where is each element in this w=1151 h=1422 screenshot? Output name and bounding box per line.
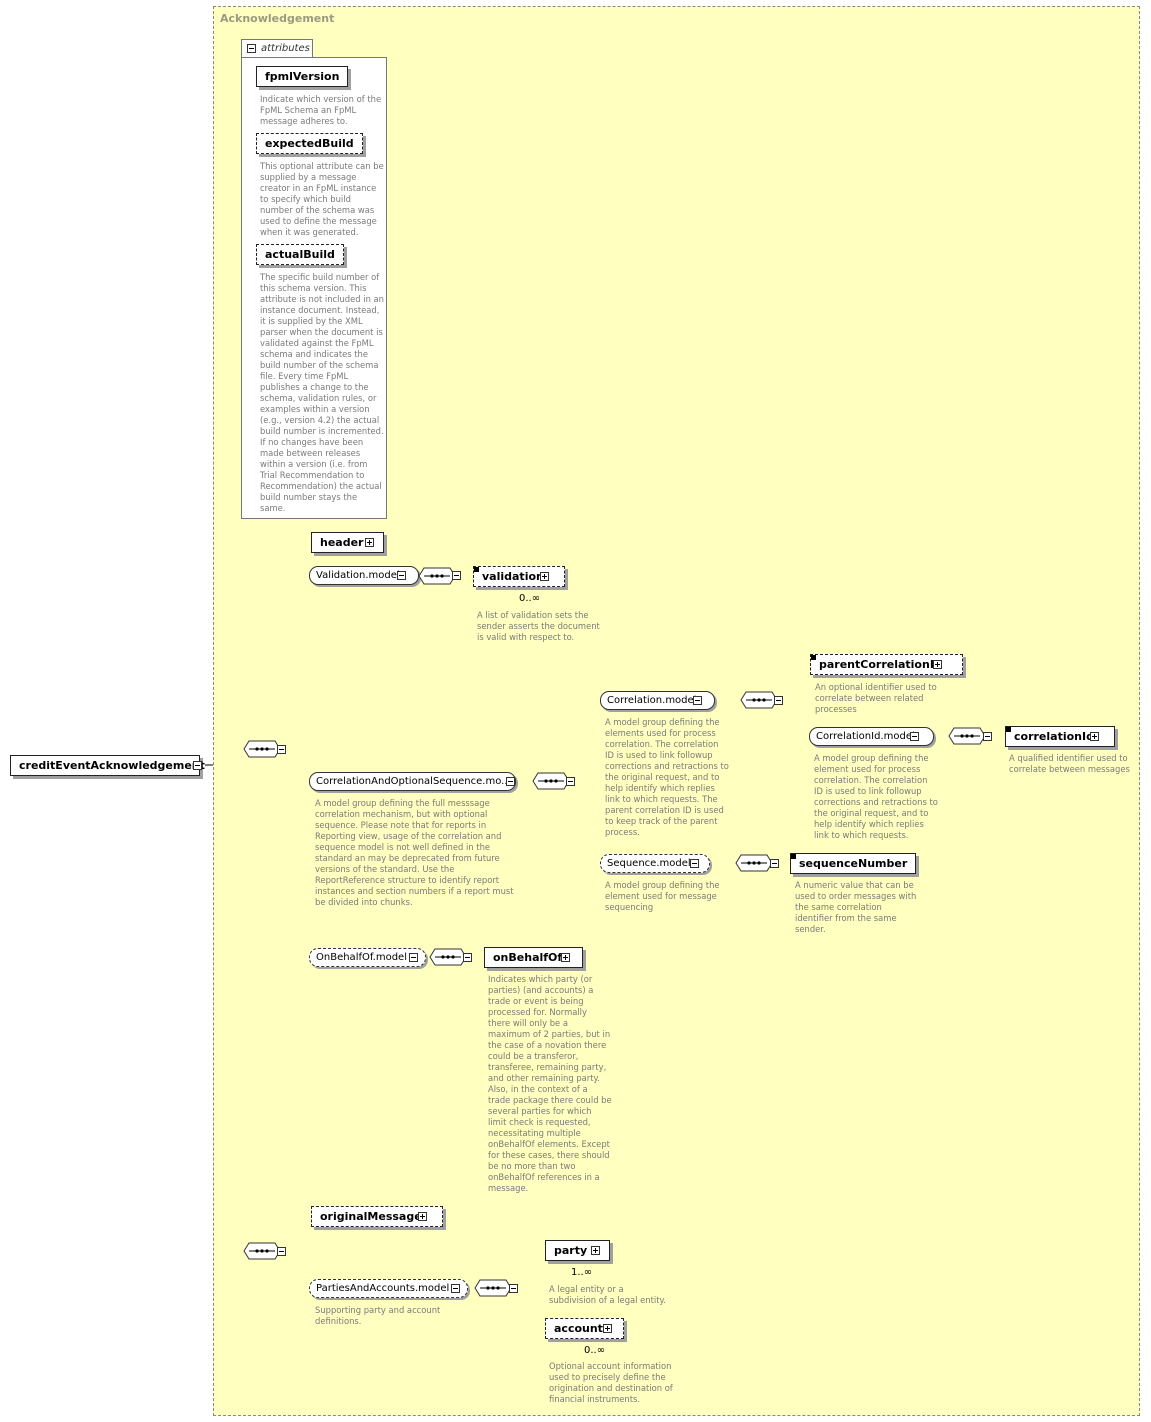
sequence-compositor-icon[interactable] xyxy=(735,854,773,872)
collapse-icon[interactable] xyxy=(506,777,515,786)
element-header[interactable]: header xyxy=(311,532,385,553)
correlation-model-description: A model group defining the elements used… xyxy=(605,717,729,837)
collapse-icon[interactable] xyxy=(774,696,783,705)
collapse-icon[interactable] xyxy=(452,571,461,580)
element-on-behalf-of[interactable]: onBehalfOf xyxy=(484,947,584,968)
collapse-icon[interactable] xyxy=(566,777,575,786)
parent-correlation-id-description: An optional identifier used to correlate… xyxy=(815,682,937,714)
element-header-label: header xyxy=(320,536,364,549)
attributes-tab[interactable]: attributes xyxy=(241,39,313,58)
element-sequence-number[interactable]: sequenceNumber xyxy=(790,853,917,874)
attribute-actualbuild[interactable]: actualBuild xyxy=(256,244,344,265)
collapse-icon[interactable] xyxy=(509,1284,518,1293)
element-parent-correlation-id[interactable]: parentCorrelationId xyxy=(810,654,963,675)
element-validation[interactable]: validation xyxy=(473,566,565,587)
sequence-compositor-icon[interactable] xyxy=(429,948,467,966)
group-on-behalf-of-model[interactable]: OnBehalfOf.model xyxy=(309,948,426,967)
sequence-number-description: A numeric value that can be used to orde… xyxy=(795,880,917,934)
attribute-expectedbuild[interactable]: expectedBuild xyxy=(256,133,363,154)
group-sequence-model-label: Sequence.model xyxy=(607,858,691,869)
collapse-icon[interactable] xyxy=(983,732,992,741)
attributes-tab-label: attributes xyxy=(261,43,310,54)
parties-accounts-model-description: Supporting party and account definitions… xyxy=(315,1305,441,1326)
group-correlation-id-model[interactable]: CorrelationId.model xyxy=(809,727,934,746)
group-sequence-model[interactable]: Sequence.model xyxy=(600,854,710,873)
collapse-icon[interactable] xyxy=(463,953,472,962)
root-element-creditEventAcknowledgement[interactable]: creditEventAcknowledgement xyxy=(10,755,205,776)
sequence-compositor-icon[interactable] xyxy=(243,1242,281,1260)
element-account[interactable]: account xyxy=(545,1318,624,1339)
sequence-compositor-icon[interactable] xyxy=(532,772,570,790)
element-original-message[interactable]: originalMessage xyxy=(311,1206,443,1227)
collapse-icon[interactable] xyxy=(690,859,699,868)
collapse-icon[interactable] xyxy=(193,761,202,770)
correlation-id-model-description: A model group defining the element used … xyxy=(814,753,938,840)
collapse-icon[interactable] xyxy=(277,745,286,754)
expand-icon[interactable] xyxy=(1090,732,1099,741)
group-validation-model-label: Validation.model xyxy=(316,570,400,581)
sequence-model-description: A model group defining the element used … xyxy=(605,880,720,912)
collapse-icon[interactable] xyxy=(451,1284,460,1293)
group-correlation-optional-sequence[interactable]: CorrelationAndOptionalSequence.mo... xyxy=(309,772,516,791)
simple-type-marker-icon xyxy=(811,655,816,660)
group-on-behalf-of-model-label: OnBehalfOf.model xyxy=(316,952,407,963)
attribute-fpmlversion-description: Indicate which version of the FpML Schem… xyxy=(260,94,382,126)
sequence-compositor-icon[interactable] xyxy=(740,691,778,709)
sequence-compositor-icon[interactable] xyxy=(948,727,986,745)
collapse-icon[interactable] xyxy=(910,732,919,741)
collapse-icon[interactable] xyxy=(409,953,418,962)
group-correlation-model[interactable]: Correlation.model xyxy=(600,691,716,710)
party-description: A legal entity or a subdivision of a leg… xyxy=(549,1284,666,1305)
expand-icon[interactable] xyxy=(603,1324,612,1333)
group-validation-model[interactable]: Validation.model xyxy=(309,566,419,585)
attribute-expectedbuild-description: This optional attribute can be supplied … xyxy=(260,161,384,237)
group-correlation-model-label: Correlation.model xyxy=(607,695,697,706)
group-parties-accounts-model-label: PartiesAndAccounts.model xyxy=(316,1283,450,1294)
collapse-icon[interactable] xyxy=(693,696,702,705)
group-correlation-optional-sequence-label: CorrelationAndOptionalSequence.mo... xyxy=(316,776,511,787)
expand-icon[interactable] xyxy=(365,538,374,547)
sequence-compositor-icon[interactable] xyxy=(243,740,281,758)
expand-icon[interactable] xyxy=(591,1246,600,1255)
element-parent-correlation-id-label: parentCorrelationId xyxy=(819,658,942,671)
simple-type-marker-icon xyxy=(1006,727,1011,732)
account-cardinality: 0..∞ xyxy=(584,1345,606,1356)
sequence-compositor-icon[interactable] xyxy=(418,567,456,585)
expand-icon[interactable] xyxy=(540,572,549,581)
container-title: Acknowledgement xyxy=(220,12,335,25)
element-correlation-id-label: correlationId xyxy=(1014,730,1094,743)
attribute-fpmlversion[interactable]: fpmlVersion xyxy=(256,66,349,87)
collapse-icon[interactable] xyxy=(397,571,406,580)
account-description: Optional account information used to pre… xyxy=(549,1361,673,1404)
element-on-behalf-of-label: onBehalfOf xyxy=(493,951,563,964)
element-original-message-label: originalMessage xyxy=(320,1210,422,1223)
sequence-compositor-icon[interactable] xyxy=(474,1279,512,1297)
collapse-icon[interactable] xyxy=(277,1247,286,1256)
attribute-actualbuild-description: The specific build number of this schema… xyxy=(260,272,384,513)
expand-icon[interactable] xyxy=(561,953,570,962)
root-element-label: creditEventAcknowledgement xyxy=(19,759,205,772)
validation-description: A list of validation sets the sender ass… xyxy=(477,610,600,642)
validation-cardinality: 0..∞ xyxy=(519,593,541,604)
group-parties-accounts-model[interactable]: PartiesAndAccounts.model xyxy=(309,1279,469,1298)
party-cardinality: 1..∞ xyxy=(571,1267,593,1278)
collapse-icon[interactable] xyxy=(770,859,779,868)
expand-icon[interactable] xyxy=(933,660,942,669)
on-behalf-of-description: Indicates which party (or parties) (and … xyxy=(488,974,612,1193)
element-account-label: account xyxy=(554,1322,603,1335)
element-sequence-number-label: sequenceNumber xyxy=(799,857,908,870)
simple-type-marker-icon xyxy=(474,567,479,572)
collapse-icon[interactable] xyxy=(247,44,256,53)
correlation-optional-sequence-description: A model group defining the full messsage… xyxy=(315,798,514,907)
element-party[interactable]: party xyxy=(545,1240,611,1261)
correlation-id-description: A qualified identifier used to correlate… xyxy=(1009,753,1130,774)
element-party-label: party xyxy=(554,1244,588,1257)
simple-type-marker-icon xyxy=(791,854,796,859)
element-validation-label: validation xyxy=(482,570,544,583)
element-correlation-id[interactable]: correlationId xyxy=(1005,726,1115,747)
group-correlation-id-model-label: CorrelationId.model xyxy=(816,731,915,742)
expand-icon[interactable] xyxy=(418,1212,427,1221)
